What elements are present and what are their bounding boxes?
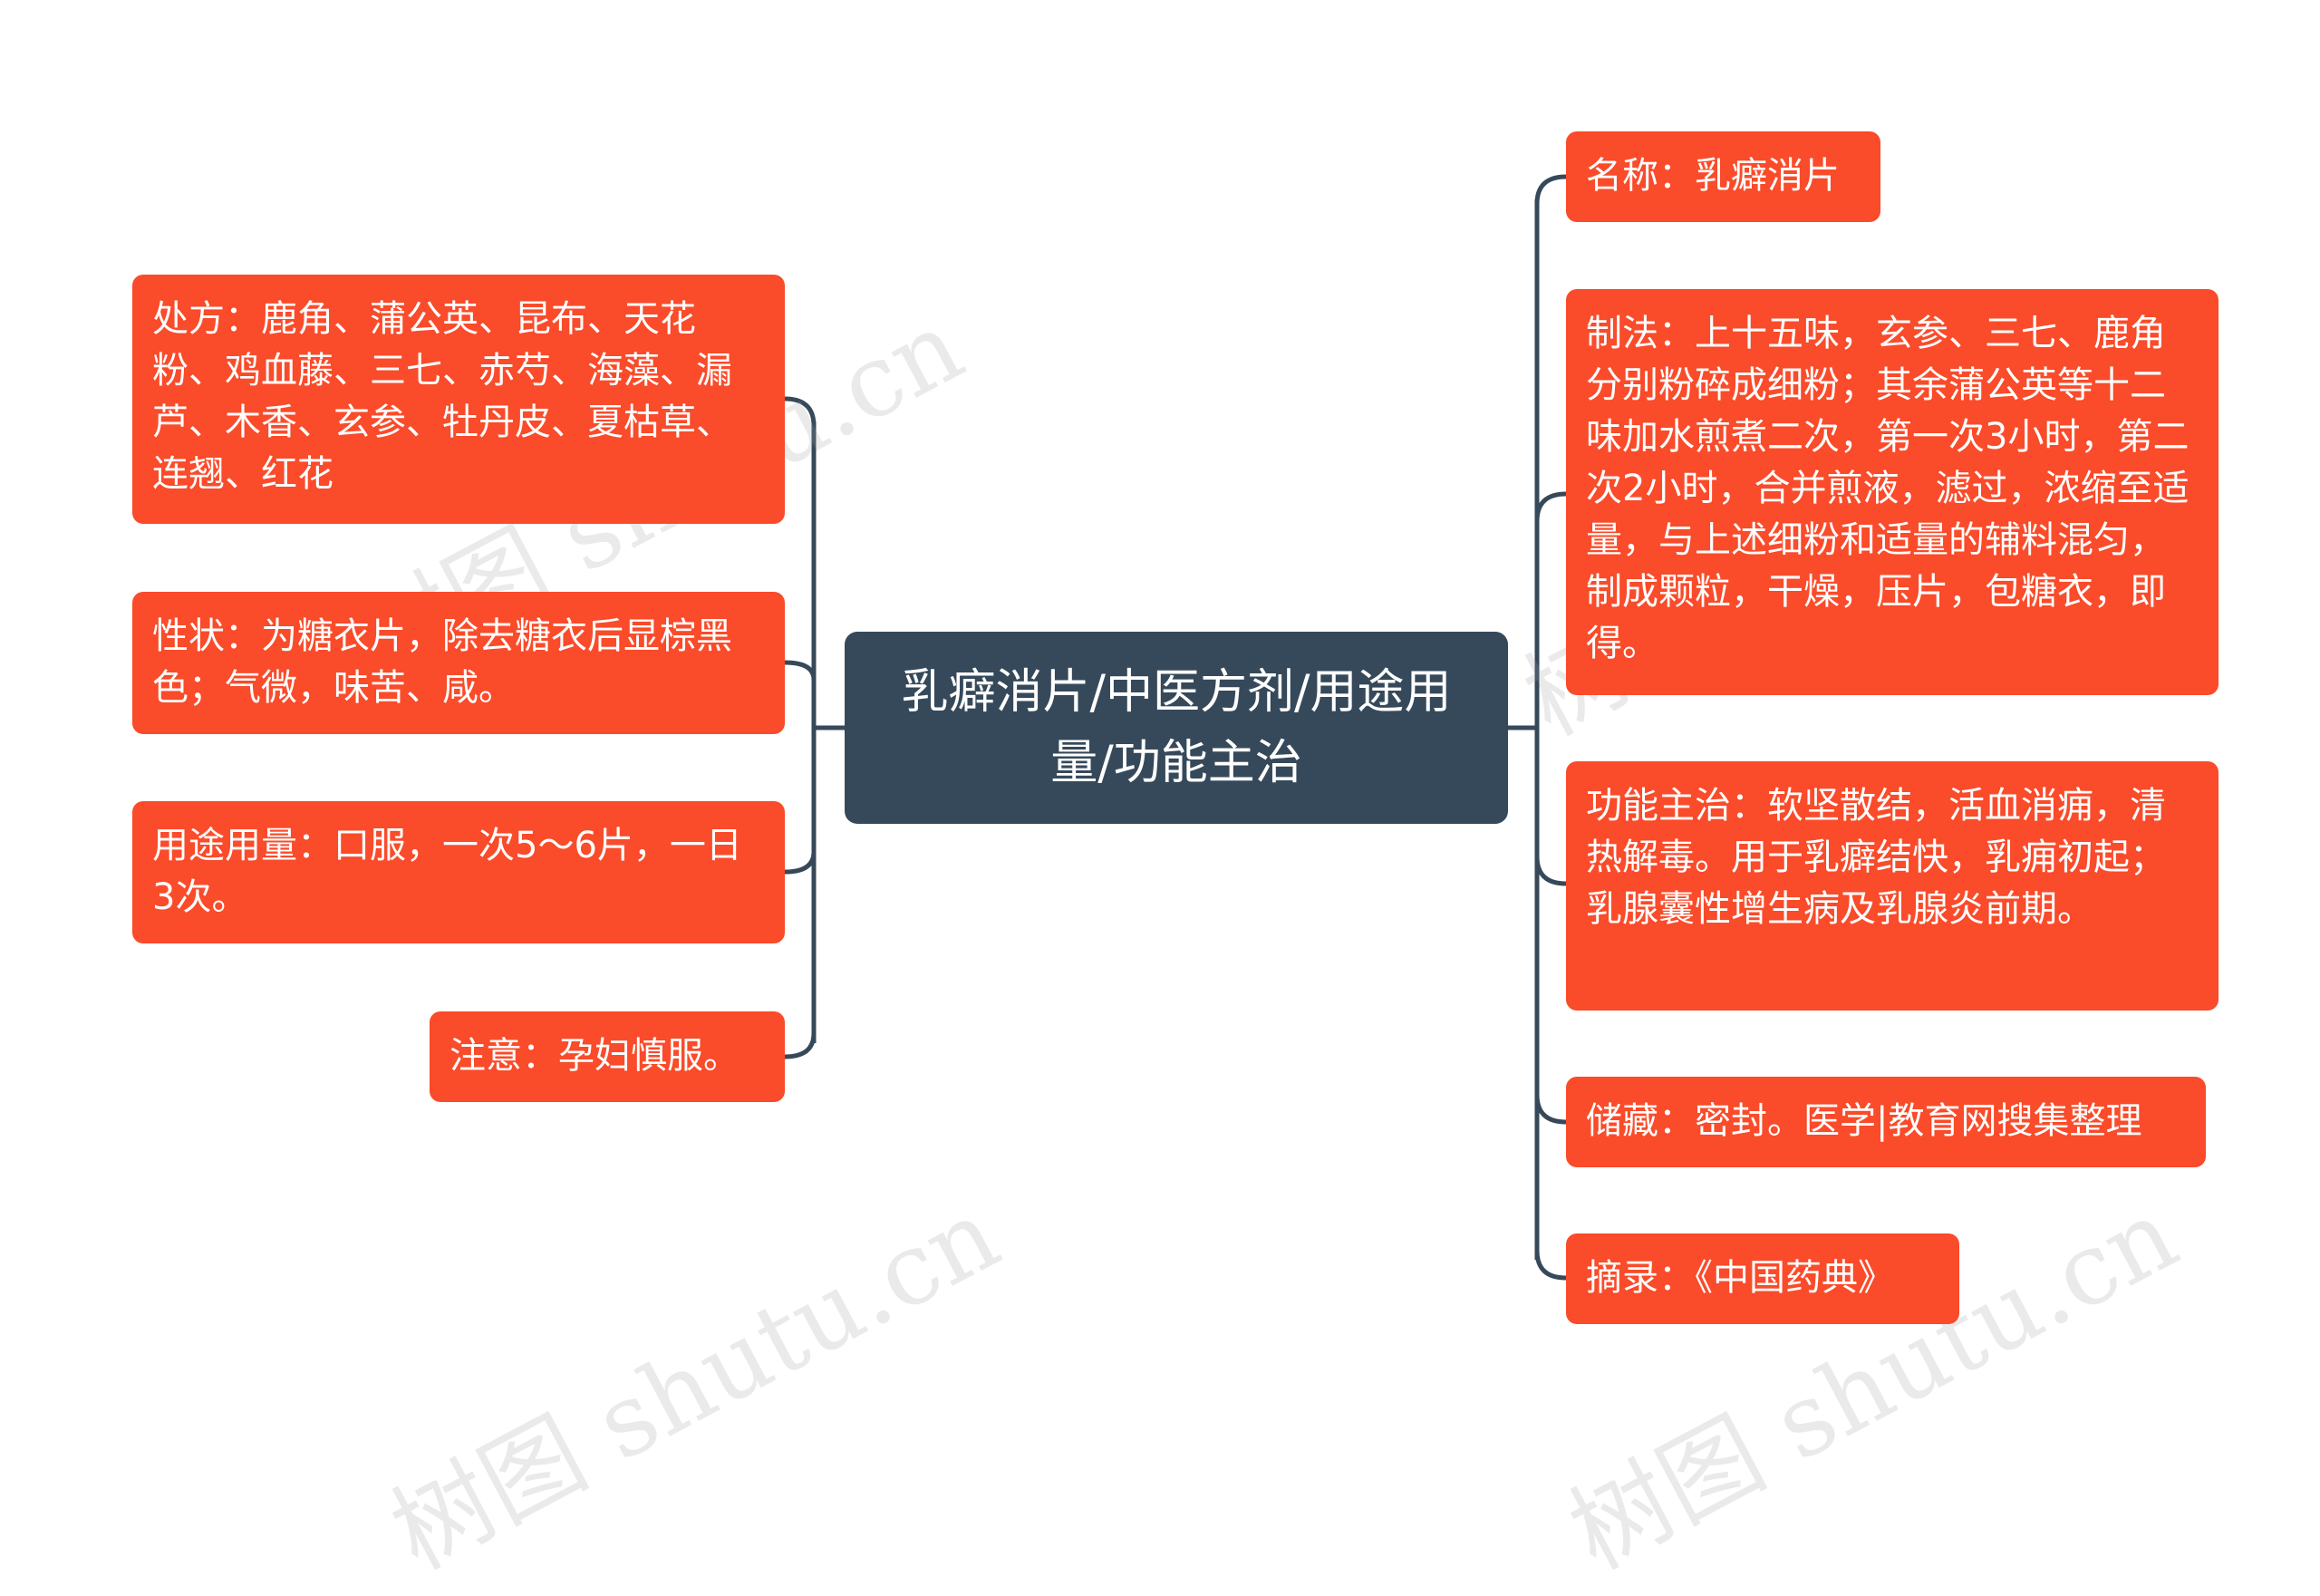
connector-left-yongtu bbox=[784, 851, 817, 875]
node-chufang-label: 处方：鹿角、蒲公英、昆布、天花粉、鸡血藤、三七、赤芍、海藻、漏芦、木香、玄参、牡… bbox=[152, 298, 732, 495]
connector-right-zhifa bbox=[1534, 491, 1567, 522]
node-yongtu-label: 用途用量：口服，一次5～6片，一日3次。 bbox=[152, 825, 742, 918]
connector-right-chucang bbox=[1534, 1094, 1567, 1125]
node-zhifa-label: 制法：上十五味，玄参、三七、鹿角分别粉碎成细粉；其余蒲公英等十二味加水煎煮二次，… bbox=[1586, 313, 2190, 664]
node-zhifa[interactable]: 制法：上十五味，玄参、三七、鹿角分别粉碎成细粉；其余蒲公英等十二味加水煎煮二次，… bbox=[1566, 289, 2218, 695]
connector-right-mingcheng bbox=[1534, 174, 1567, 205]
connector-left-zhuyi bbox=[784, 1032, 817, 1059]
center-topic[interactable]: 乳癖消片/中医方剂/用途用量/功能主治 bbox=[845, 632, 1508, 824]
node-xingzhuang-label: 性状：为糖衣片，除去糖衣后显棕黑色；气微，味苦、咸。 bbox=[152, 615, 732, 709]
node-zhuyi-label: 注意：孕妇慎服。 bbox=[450, 1035, 740, 1077]
center-topic-label: 乳癖消片/中医方剂/用途用量/功能主治 bbox=[901, 665, 1452, 790]
node-chucang-label: 储藏：密封。医学|教育网搜集整理 bbox=[1586, 1100, 2142, 1142]
node-zhailu[interactable]: 摘录：《中国药典》 bbox=[1566, 1233, 1959, 1324]
connector-right-zhailu bbox=[1534, 1250, 1567, 1281]
node-mingcheng-label: 名称：乳癖消片 bbox=[1586, 155, 1840, 197]
node-gongneng[interactable]: 功能主治：软坚散结，活血消痈，清热解毒。用于乳癖结快，乳痈初起；乳腺囊性增生病及… bbox=[1566, 761, 2218, 1011]
node-chucang[interactable]: 储藏：密封。医学|教育网搜集整理 bbox=[1566, 1077, 2206, 1167]
node-chufang[interactable]: 处方：鹿角、蒲公英、昆布、天花粉、鸡血藤、三七、赤芍、海藻、漏芦、木香、玄参、牡… bbox=[132, 275, 785, 524]
node-xingzhuang[interactable]: 性状：为糖衣片，除去糖衣后显棕黑色；气微，味苦、咸。 bbox=[132, 592, 785, 734]
connector-lines bbox=[784, 174, 1567, 1281]
mind-map-canvas: 树图 shutu.cn 树图 shutu.cn 树图 shutu.cn 树图 s… bbox=[132, 131, 2218, 1591]
node-gongneng-label: 功能主治：软坚散结，活血消痈，清热解毒。用于乳癖结快，乳痈初起；乳腺囊性增生病及… bbox=[1586, 785, 2166, 930]
node-zhuyi[interactable]: 注意：孕妇慎服。 bbox=[430, 1011, 785, 1102]
node-yongtu[interactable]: 用途用量：口服，一次5～6片，一日3次。 bbox=[132, 801, 785, 943]
node-mingcheng[interactable]: 名称：乳癖消片 bbox=[1566, 131, 1880, 222]
connector-right-gongneng bbox=[1534, 856, 1567, 886]
connector-left-xingzhuang bbox=[784, 660, 817, 681]
connector-left-chufang bbox=[784, 396, 817, 427]
node-zhailu-label: 摘录：《中国药典》 bbox=[1586, 1257, 1894, 1299]
